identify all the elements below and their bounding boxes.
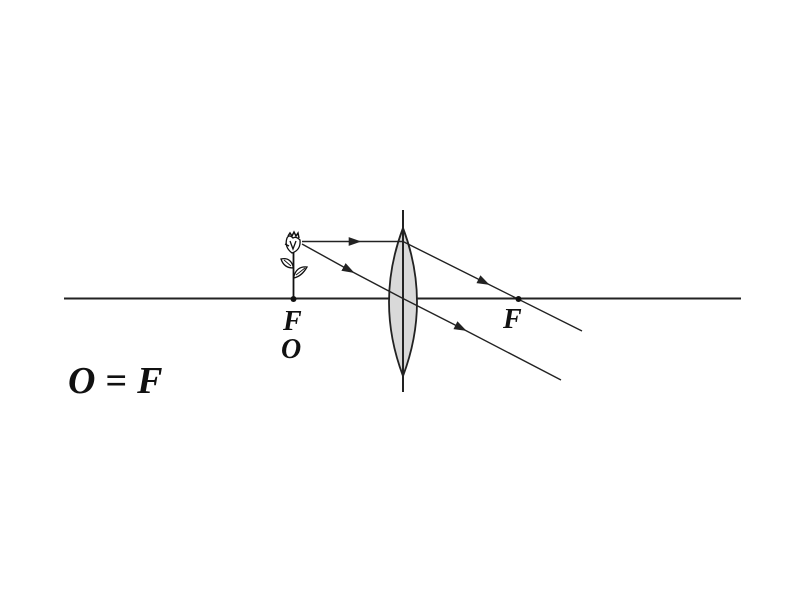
object-label: O (281, 334, 302, 365)
converging-lens (388, 210, 418, 392)
image-focal-label: F (503, 304, 522, 335)
central-ray (301, 243, 562, 381)
parallel-ray (302, 237, 583, 332)
image-focal-point (515, 296, 522, 302)
flower-object-icon (280, 230, 309, 299)
object-focal-label: F (283, 306, 302, 337)
caption-right: F (137, 360, 163, 402)
caption-equation: O=F (68, 362, 162, 400)
caption-operator: = (105, 360, 128, 402)
caption-left: O (68, 360, 96, 402)
